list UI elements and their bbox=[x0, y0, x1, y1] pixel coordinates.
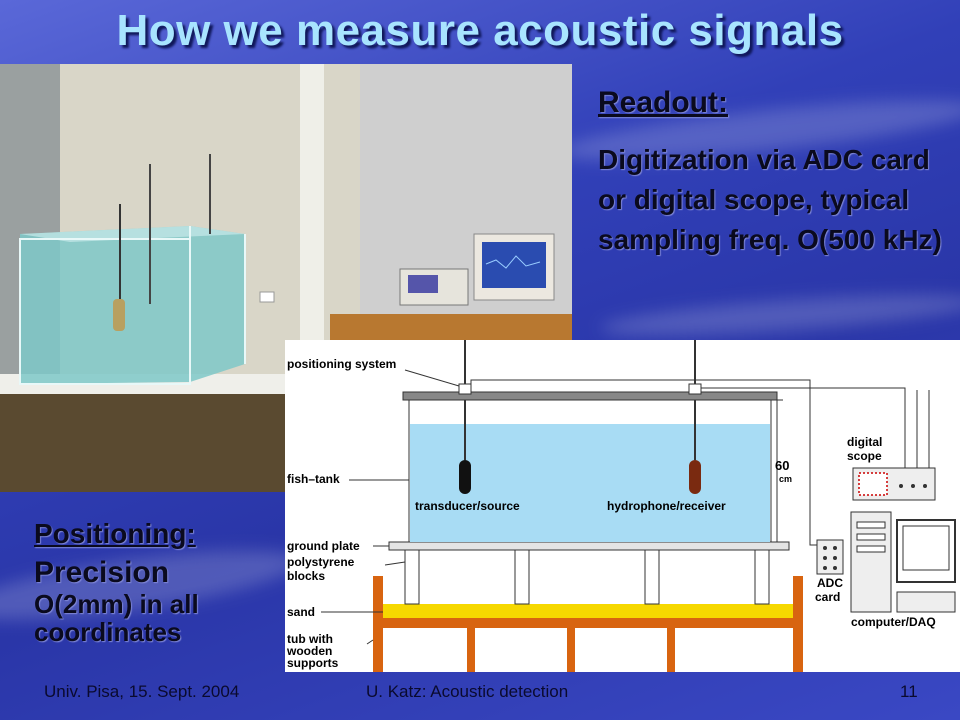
footer-left: Univ. Pisa, 15. Sept. 2004 bbox=[44, 682, 240, 701]
positioning-heading: Positioning: bbox=[34, 518, 196, 549]
polystyrene-block bbox=[644, 549, 660, 605]
positioning-rail bbox=[402, 391, 778, 401]
polystyrene-block bbox=[404, 549, 420, 605]
label-ground-plate: ground plate bbox=[287, 539, 360, 553]
slide-title: How we measure acoustic signals bbox=[116, 6, 844, 55]
background-streak bbox=[599, 286, 960, 344]
label-computer: computer/DAQ bbox=[851, 615, 936, 629]
readout-text: Digitization via ADC card or digital sco… bbox=[598, 144, 942, 255]
label-tub-with: tub with bbox=[287, 632, 333, 646]
tub-bottom bbox=[373, 618, 803, 628]
label-supports: supports bbox=[287, 656, 339, 670]
label-card: card bbox=[815, 590, 840, 604]
page-number: 11 bbox=[900, 682, 918, 701]
label-adc: ADC bbox=[817, 576, 843, 590]
depth-unit: cm bbox=[779, 474, 792, 484]
label-transducer: transducer/source bbox=[415, 499, 520, 513]
positioning-text-line2: O(2mm) in all coordinates bbox=[34, 589, 199, 647]
positioning-text-line1: Precision bbox=[34, 556, 170, 589]
label-hydrophone: hydrophone/receiver bbox=[607, 499, 726, 513]
tub-support bbox=[667, 628, 675, 672]
readout-heading: Readout: bbox=[598, 86, 728, 119]
adc-card bbox=[816, 539, 844, 575]
label-digital: digital bbox=[847, 435, 882, 449]
label-wooden: wooden bbox=[286, 644, 332, 658]
transducer-probe bbox=[459, 460, 471, 494]
footer-center: U. Katz: Acoustic detection bbox=[366, 682, 569, 701]
label-polystyrene: polystyrene bbox=[287, 555, 355, 569]
label-positioning-system: positioning system bbox=[287, 357, 396, 371]
polystyrene-block bbox=[514, 549, 530, 605]
label-fish-tank: fish–tank bbox=[287, 472, 340, 486]
computer-keyboard bbox=[896, 591, 956, 613]
tub-support bbox=[567, 628, 575, 672]
depth-value: 60 bbox=[775, 458, 789, 473]
setup-diagram: 60 cm positioning system fish–tan bbox=[285, 340, 960, 672]
setup-diagram-drawing: 60 cm positioning system fish–tan bbox=[286, 340, 956, 672]
hydrophone-probe bbox=[689, 460, 701, 494]
computer-tower bbox=[850, 511, 892, 613]
label-blocks: blocks bbox=[287, 569, 325, 583]
polystyrene-block bbox=[754, 549, 770, 605]
label-scope: scope bbox=[847, 449, 882, 463]
ground-plate bbox=[388, 541, 790, 551]
sand-layer bbox=[383, 604, 793, 618]
tub-support bbox=[467, 628, 475, 672]
label-sand: sand bbox=[287, 605, 315, 619]
